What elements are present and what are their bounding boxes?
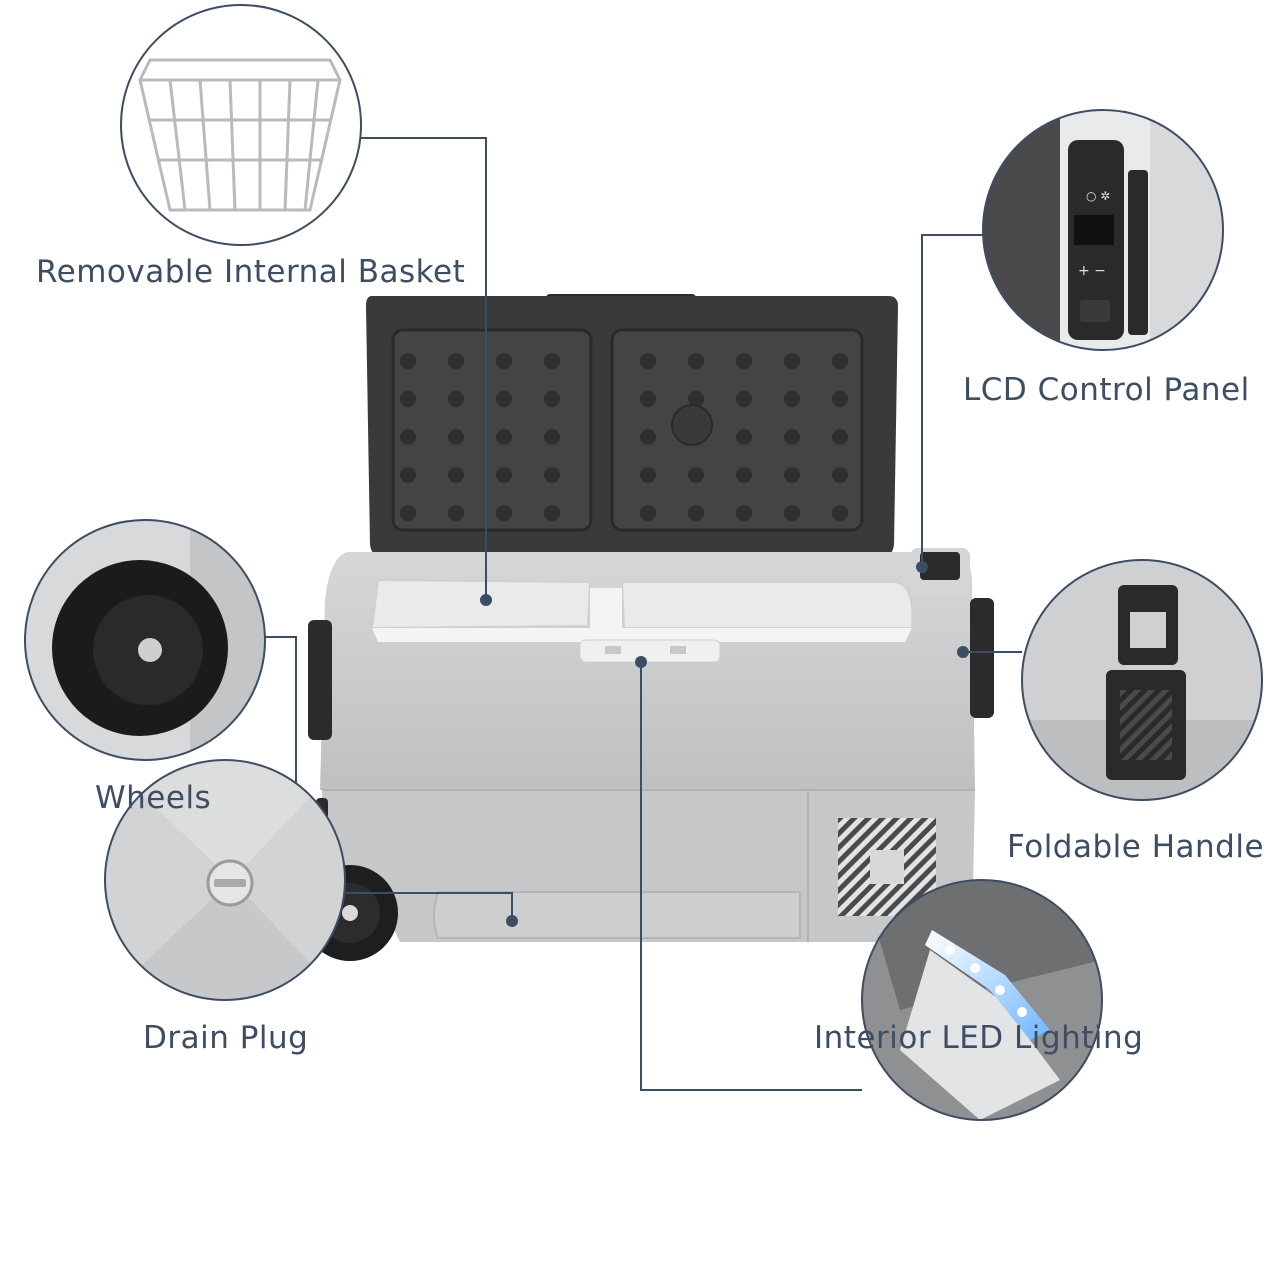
callout-drain-label: Drain Plug bbox=[143, 1020, 309, 1056]
wheel-detail-circle bbox=[24, 519, 266, 761]
callout-lcd-label: LCD Control Panel bbox=[963, 372, 1250, 408]
handle-detail-circle bbox=[1021, 559, 1263, 801]
lcd-detail-circle: ○ ✲ + − bbox=[982, 109, 1224, 351]
leader-led bbox=[640, 660, 862, 1091]
drain-detail-circle bbox=[104, 759, 346, 1001]
led-detail-circle bbox=[861, 879, 1103, 1121]
callout-wheels-label: Wheels bbox=[95, 780, 212, 816]
leader-dots bbox=[290, 561, 969, 927]
callout-led-label: Interior LED Lighting bbox=[814, 1020, 1144, 1056]
open-lid bbox=[366, 294, 898, 560]
leader-basket bbox=[360, 137, 487, 598]
leader-lines bbox=[264, 137, 1022, 1091]
basket-detail-circle bbox=[120, 4, 362, 246]
leader-drain bbox=[345, 892, 513, 920]
callout-handle-label: Foldable Handle bbox=[1007, 829, 1265, 865]
svg-text:○ ✲: ○ ✲ bbox=[1086, 189, 1110, 203]
callout-basket-label: Removable Internal Basket bbox=[36, 254, 466, 290]
fridge bbox=[302, 294, 994, 961]
fridge-body bbox=[308, 548, 994, 944]
svg-text:+ −: + − bbox=[1078, 263, 1106, 279]
leader-lcd bbox=[921, 234, 983, 565]
